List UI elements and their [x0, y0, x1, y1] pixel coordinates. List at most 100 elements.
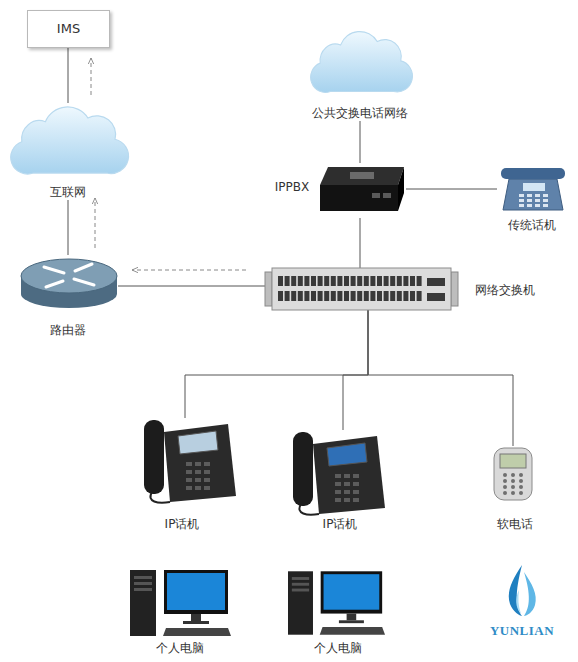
logo-drop	[524, 572, 536, 616]
router-icon-shape	[20, 255, 118, 310]
switch-port	[311, 276, 316, 286]
phone-key	[353, 490, 359, 494]
soft-phone: 软电话	[490, 446, 536, 502]
node-label: 个人电脑	[110, 640, 250, 656]
phone-key	[519, 204, 524, 207]
network-switch: 网络交换机	[265, 268, 458, 310]
pbx-top	[320, 167, 404, 185]
phone-key	[543, 194, 548, 197]
uplink-port	[427, 293, 445, 301]
keyboard	[163, 628, 231, 636]
switch-port	[304, 291, 309, 301]
phone-key	[186, 486, 192, 490]
handset-key	[503, 479, 507, 483]
switch-port	[291, 276, 296, 286]
phone-key	[195, 470, 201, 474]
phone-key	[535, 199, 540, 202]
logo-drop	[509, 565, 536, 616]
switch-port	[357, 276, 362, 286]
ip-phone: IP话机	[288, 430, 388, 518]
keyboard	[320, 627, 385, 635]
switch-port	[397, 291, 402, 301]
switch-port	[417, 291, 422, 301]
handset-screen	[500, 454, 526, 468]
switch-port	[417, 276, 422, 286]
switch-port	[364, 276, 369, 286]
personal-computer: 个人电脑	[130, 568, 232, 638]
connector-line	[185, 310, 368, 418]
phone-key	[353, 474, 359, 478]
switch-port	[285, 291, 290, 301]
phone-key	[195, 462, 201, 466]
connector-line	[68, 200, 69, 255]
node-label: IP话机	[270, 516, 410, 532]
drive-slot	[134, 576, 152, 579]
phone-key	[519, 199, 524, 202]
phone-handset	[293, 432, 313, 506]
flow-arrow	[91, 58, 92, 95]
soft-phone-shape	[490, 446, 536, 502]
monitor-stand	[191, 614, 201, 621]
phone-key	[204, 462, 210, 466]
cloud-shape	[311, 32, 413, 93]
phone-key	[543, 199, 548, 202]
phone-key	[335, 490, 341, 494]
phone-screen	[327, 443, 367, 466]
router-icon: 路由器	[20, 255, 118, 310]
phone-key	[353, 498, 359, 502]
handset-key	[511, 479, 515, 483]
node-label: 个人电脑	[268, 640, 408, 656]
node-label: 传统话机	[462, 217, 578, 233]
phone-key	[535, 204, 540, 207]
switch-port	[403, 291, 408, 301]
phone-key	[344, 490, 350, 494]
monitor-frame	[164, 570, 228, 614]
handset-key	[511, 491, 515, 495]
pc-tower	[288, 571, 313, 634]
switch-port	[278, 276, 283, 286]
node-label: IPPBX	[222, 179, 362, 195]
logo-drop	[509, 565, 522, 616]
connector-line	[368, 310, 513, 446]
phone-key	[335, 474, 341, 478]
ip-phone-shape	[288, 430, 388, 518]
switch-port	[344, 291, 349, 301]
cloud-node: 互联网	[10, 103, 128, 178]
watermark: YUNLIAN	[462, 623, 578, 639]
server-box: IMS	[27, 10, 110, 48]
desk-phone: 传统话机	[497, 165, 569, 213]
phone-key	[344, 474, 350, 478]
pbx-front	[320, 185, 398, 211]
pc-tower	[130, 570, 156, 636]
cloud-node-shape	[10, 103, 128, 178]
handset-key	[519, 491, 523, 495]
node-label: 路由器	[0, 322, 138, 338]
logo-drop	[516, 590, 521, 614]
switch-port	[285, 276, 290, 286]
connector-line	[406, 189, 497, 190]
drive-slot	[134, 588, 152, 591]
switch-port	[291, 291, 296, 301]
switch-port	[337, 276, 342, 286]
switch-port	[351, 276, 356, 286]
flow-arrow	[95, 198, 96, 248]
switch-port	[344, 276, 349, 286]
drive-slot	[292, 589, 309, 592]
ip-phone-shape	[140, 418, 238, 506]
ip-phone: IP话机	[140, 418, 238, 506]
phone-key	[344, 498, 350, 502]
phone-key	[335, 482, 341, 486]
monitor-frame	[321, 571, 382, 613]
node-label: IMS	[28, 11, 109, 47]
handset-body	[494, 448, 532, 500]
phone-handset	[501, 168, 565, 179]
phone-key	[186, 478, 192, 482]
phone-body	[503, 179, 563, 210]
phone-body	[313, 436, 385, 514]
phone-key	[527, 194, 532, 197]
node-label: 网络交换机	[435, 282, 575, 298]
pbx-port	[383, 193, 391, 198]
switch-port	[298, 276, 303, 286]
drive-slot	[292, 583, 309, 586]
